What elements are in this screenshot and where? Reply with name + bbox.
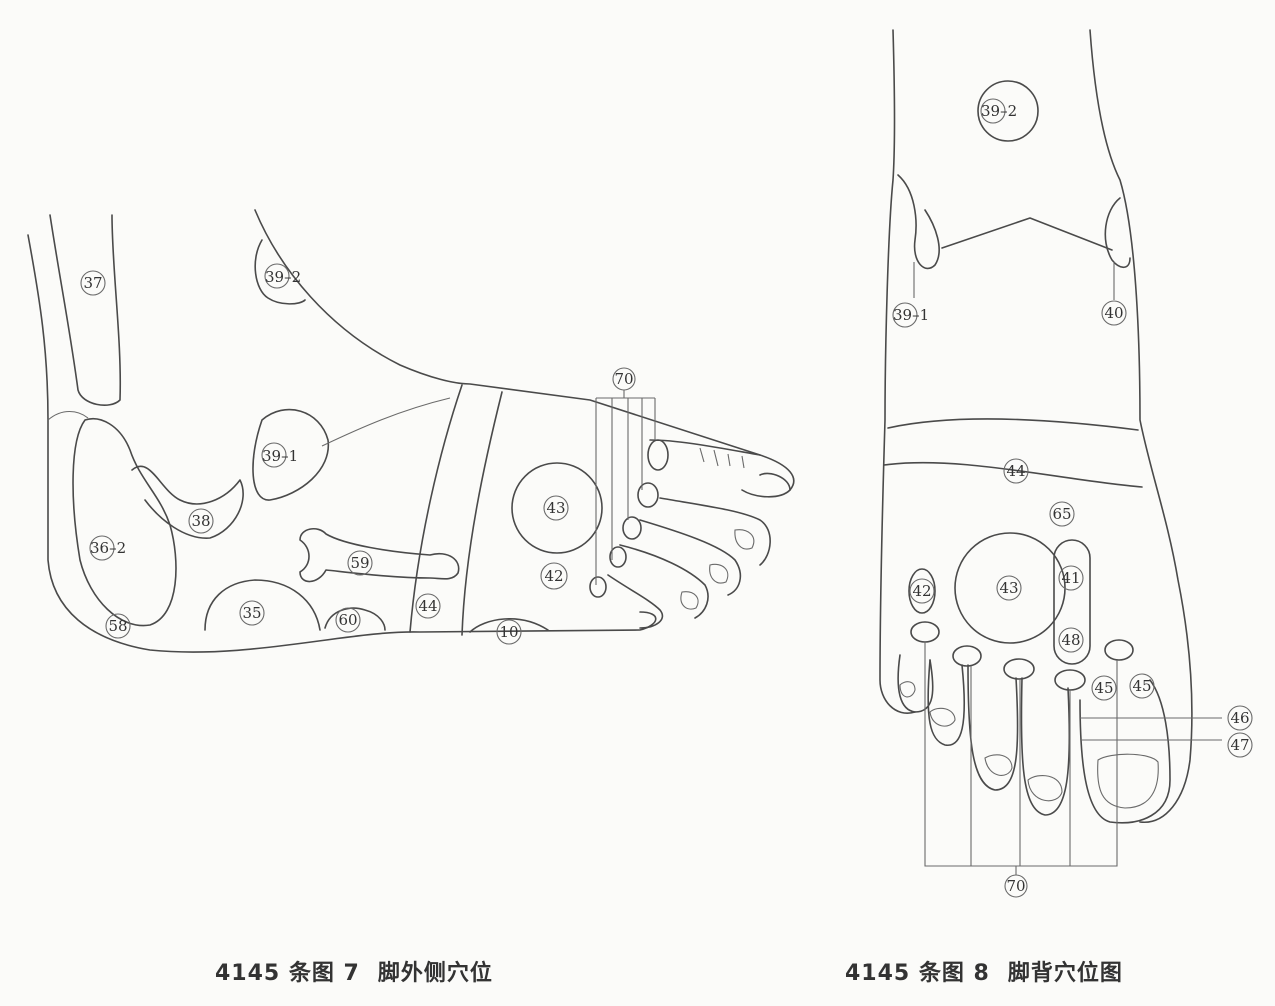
fig8-point-39-1: 39–1 (893, 306, 929, 324)
fig8-point-48: 48 (1061, 631, 1080, 649)
fig7-point-37: 37 (83, 274, 102, 292)
fig7-point-42: 42 (544, 567, 563, 585)
fig7-point-70: 70 (614, 370, 633, 388)
fig8-point-46: 46 (1230, 709, 1249, 727)
fig7-point-39-2: 39–2 (265, 268, 301, 286)
fig8-point-41: 41 (1061, 569, 1080, 587)
figure8-dorsal-foot (879, 29, 1253, 898)
figure8-caption: 4145 条图 8 脚背穴位图 (845, 955, 1141, 987)
fig8-point-47: 47 (1230, 736, 1249, 754)
fig7-point-59: 59 (350, 554, 369, 572)
figure8-caption-title: 脚背穴位图 (1007, 961, 1123, 986)
fig7-point-60: 60 (338, 611, 357, 629)
fig7-point-38: 38 (191, 512, 210, 530)
fig8-point-45-left: 45 (1094, 679, 1113, 697)
figure7-caption: 4145 条图 7 脚外侧穴位 (215, 955, 511, 987)
fig7-point-36-2: 36–2 (90, 539, 126, 557)
fig7-point-58: 58 (108, 617, 127, 635)
fig8-point-45-right: 45 (1132, 677, 1151, 695)
fig8-point-39-2: 39–2 (981, 102, 1017, 120)
fig7-point-44: 44 (418, 597, 437, 615)
fig8-point-65: 65 (1052, 505, 1071, 523)
fig7-point-43: 43 (546, 499, 565, 517)
fig7-point-35: 35 (242, 604, 261, 622)
fig8-point-70: 70 (1006, 877, 1025, 895)
figure7-caption-number: 4145 条图 7 (215, 961, 360, 986)
figure8-caption-number: 4145 条图 8 (845, 961, 990, 986)
fig8-point-42: 42 (912, 582, 931, 600)
fig7-point-10: 10 (499, 623, 518, 641)
fig8-point-44: 44 (1006, 462, 1025, 480)
fig8-point-40: 40 (1104, 304, 1123, 322)
fig7-point-39-1: 39–1 (262, 447, 298, 465)
figure7-caption-title: 脚外侧穴位 (377, 961, 493, 986)
fig8-point-43: 43 (999, 579, 1018, 597)
figure7-lateral-foot (27, 209, 795, 653)
